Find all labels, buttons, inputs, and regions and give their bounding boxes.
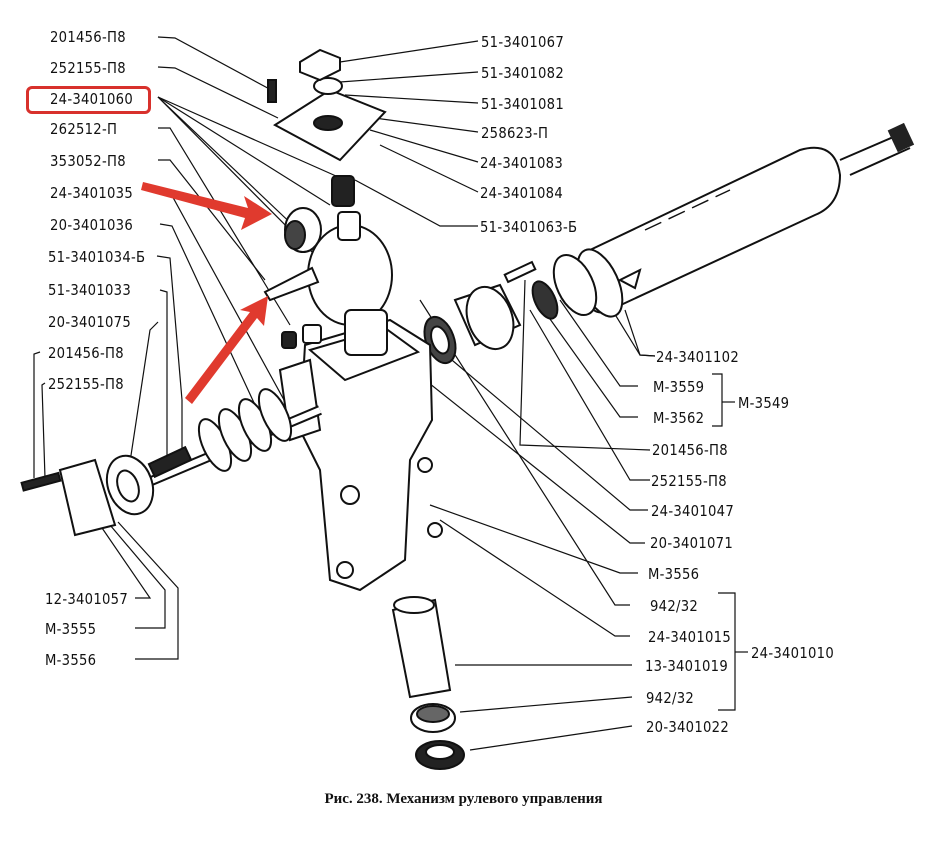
red-arrow-upper (141, 182, 272, 230)
part-label: М-3556 (45, 651, 97, 669)
leader-lines (33, 36, 748, 751)
part-label: 20-3401071 (650, 534, 733, 552)
part-label: 201456-П8 (48, 344, 124, 362)
part-label: 201456-П8 (50, 28, 126, 46)
part-label: 942/32 (646, 689, 695, 707)
part-label: М-3559 (653, 378, 705, 396)
steering-column (503, 122, 915, 320)
part-label: 201456-П8 (652, 441, 728, 459)
figure-caption: Рис. 238. Механизм рулевого управления (324, 791, 603, 807)
part-label: 51-3401033 (48, 281, 131, 299)
part-label: 252155-П8 (50, 59, 126, 77)
part-label: 20-3401075 (48, 313, 131, 331)
part-label: 13-3401019 (645, 657, 728, 675)
part-label: 24-3401047 (651, 502, 734, 520)
part-label: 51-3401081 (481, 95, 564, 113)
part-label: 51-3401082 (481, 64, 564, 82)
part-label: 51-3401034-Б (48, 248, 146, 266)
part-label: 24-3401035 (50, 184, 133, 202)
part-label: 252155-П8 (651, 472, 727, 490)
part-label: 24-3401083 (480, 154, 563, 172)
part-label: М-3556 (648, 565, 700, 583)
part-label: 258623-П (481, 124, 549, 142)
part-label: 20-3401022 (646, 718, 729, 736)
red-arrow-lower (185, 296, 268, 404)
annotation-arrows (141, 182, 272, 404)
part-label-highlighted: 24-3401060 (50, 90, 133, 108)
bottom-bearings (391, 596, 465, 770)
worm-shaft-assembly (20, 388, 322, 537)
right-flange (423, 283, 522, 365)
group-label: М-3549 (738, 394, 790, 412)
sector-ball (263, 175, 393, 356)
part-label: 24-3401084 (480, 184, 563, 202)
part-label: 51-3401067 (481, 33, 564, 51)
part-label: 262512-П (50, 120, 118, 138)
parts-drawing (20, 48, 915, 770)
highlight-box (26, 86, 151, 114)
part-label: 51-3401063-Б (480, 218, 578, 236)
part-label: 24-3401102 (656, 348, 739, 366)
gear-housing (278, 318, 443, 592)
part-label: 353052-П8 (50, 152, 126, 170)
part-label: 24-3401015 (648, 628, 731, 646)
part-label: 12-3401057 (45, 590, 128, 608)
part-label: 20-3401036 (50, 216, 133, 234)
top-cover (267, 48, 387, 162)
group-label: 24-3401010 (751, 644, 834, 662)
part-label: М-3555 (45, 620, 97, 638)
part-label: М-3562 (653, 409, 705, 427)
part-label: 942/32 (650, 597, 699, 615)
part-label: 252155-П8 (48, 375, 124, 393)
